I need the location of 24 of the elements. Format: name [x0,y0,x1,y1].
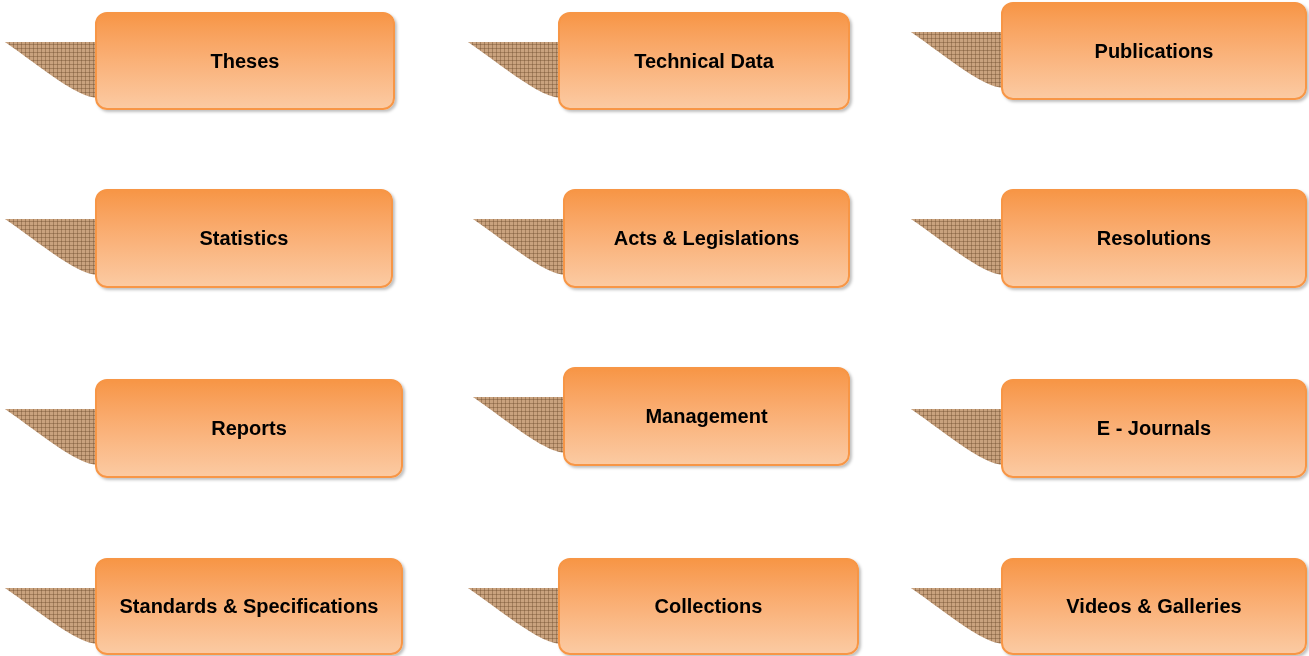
rounded-box [1001,558,1307,655]
box-label: Acts & Legislations [613,226,800,251]
box-label: Videos & Galleries [1066,594,1242,619]
box-label: Publications [1094,38,1214,64]
box-label: E - Journals [1096,416,1212,441]
rounded-box [1001,189,1307,288]
box-label: Statistics [199,226,289,251]
rounded-box [95,12,395,110]
box-label: Resolutions [1096,226,1212,251]
box-label: Collections [654,594,763,619]
box-label: Technical Data [634,48,774,74]
rounded-box [95,558,403,655]
box-label: Standards & Specifications [119,594,379,619]
rounded-box [558,12,850,110]
box-label: Theses [210,48,280,74]
box-label: Reports [211,416,287,441]
box-label: Management [645,404,768,429]
rounded-box [563,189,850,288]
rounded-box [558,558,859,655]
rounded-box [563,367,850,466]
rounded-box [1001,379,1307,478]
rounded-box [95,189,393,288]
rounded-box [1001,2,1307,100]
rounded-box [95,379,403,478]
